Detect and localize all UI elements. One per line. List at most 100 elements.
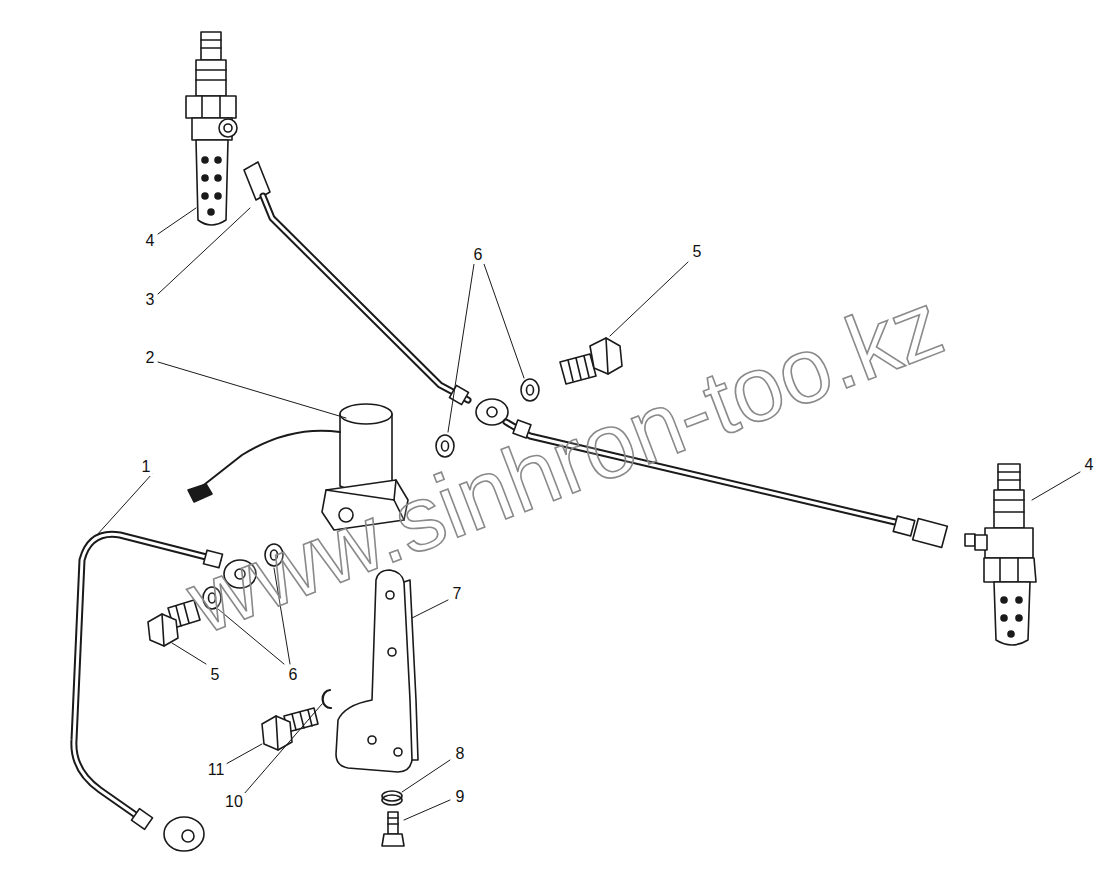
callout-number: 9 bbox=[454, 788, 467, 806]
banjo-bolt bbox=[184, 604, 189, 623]
mounting-bracket bbox=[336, 570, 418, 772]
sensor-valve bbox=[196, 69, 226, 71]
sensor-valve bbox=[1001, 597, 1007, 603]
sensor-valve bbox=[201, 39, 221, 41]
banjo-bolt bbox=[584, 356, 589, 377]
sensor-valve bbox=[998, 479, 1020, 481]
lock-washer bbox=[323, 690, 331, 708]
fuel-pipe bbox=[263, 196, 468, 400]
leader-line bbox=[402, 760, 450, 792]
sensor-valve bbox=[201, 47, 221, 49]
bolt bbox=[388, 817, 398, 819]
sensor-valve bbox=[994, 499, 1024, 501]
bolt bbox=[262, 708, 318, 750]
bolt bbox=[382, 834, 404, 846]
leader-line bbox=[96, 208, 1080, 820]
fuel-pipe bbox=[893, 516, 915, 536]
fuel-pipe bbox=[965, 534, 975, 546]
parts-illustration bbox=[74, 32, 1080, 851]
bolt bbox=[388, 823, 398, 825]
washer bbox=[521, 379, 539, 401]
leader-line bbox=[158, 362, 346, 418]
sensor-valve bbox=[994, 511, 1024, 513]
sensor-valve bbox=[215, 175, 221, 181]
sensor-valve bbox=[215, 193, 221, 199]
banjo-bolt bbox=[560, 338, 622, 384]
sensor-valve bbox=[1008, 631, 1014, 637]
fuel-pipe bbox=[487, 407, 497, 417]
banjo-bolt bbox=[590, 338, 622, 374]
callout-number: 6 bbox=[472, 246, 485, 264]
watermark: www.sinhron-too.kz bbox=[176, 276, 954, 648]
solenoid-valve bbox=[340, 414, 392, 492]
leader-line bbox=[244, 704, 322, 794]
banjo-bolt bbox=[568, 360, 573, 381]
callout-number: 8 bbox=[454, 745, 467, 763]
mounting-bracket bbox=[386, 591, 394, 599]
sensor-valve bbox=[998, 464, 1020, 490]
sensor-valve bbox=[196, 60, 226, 96]
leader-line bbox=[610, 262, 688, 336]
callout-number: 6 bbox=[287, 666, 300, 684]
leader-line bbox=[226, 744, 262, 764]
sensor-valve bbox=[202, 193, 208, 199]
leader-line bbox=[484, 264, 524, 378]
callout-number: 1 bbox=[140, 458, 153, 476]
mounting-bracket bbox=[336, 570, 412, 772]
leader-line bbox=[448, 264, 474, 432]
banjo-bolt bbox=[606, 338, 608, 374]
mounting-bracket bbox=[404, 580, 418, 760]
leader-line bbox=[96, 474, 152, 536]
mounting-bracket bbox=[368, 736, 376, 744]
sensor-valve bbox=[998, 471, 1020, 473]
fuel-pipe bbox=[913, 518, 948, 547]
fuel-pipe bbox=[263, 196, 468, 400]
banjo-bolt bbox=[576, 358, 581, 379]
fuel-pipe bbox=[131, 809, 152, 830]
fuel-pipe bbox=[164, 817, 204, 851]
solenoid-valve bbox=[200, 431, 340, 488]
leader-line bbox=[412, 600, 448, 618]
mounting-bracket bbox=[394, 748, 402, 756]
sensor-valve bbox=[994, 490, 1024, 528]
bolt bbox=[276, 716, 278, 750]
solenoid-valve bbox=[188, 484, 212, 502]
sensor-valve bbox=[202, 157, 208, 163]
sensor-valve bbox=[975, 464, 1036, 645]
spring-washer bbox=[382, 795, 402, 805]
callout-number: 4 bbox=[1083, 456, 1096, 474]
washer bbox=[436, 435, 454, 457]
solenoid-valve bbox=[340, 404, 392, 424]
mounting-bracket bbox=[388, 648, 396, 656]
sensor-valve bbox=[215, 157, 221, 163]
sensor-valve bbox=[186, 96, 236, 118]
callout-number: 11 bbox=[206, 761, 227, 779]
sensor-valve bbox=[202, 175, 208, 181]
leader-line bbox=[172, 643, 206, 664]
fuel-pipe bbox=[182, 830, 194, 842]
sensor-valve bbox=[201, 96, 203, 118]
sensor-valve bbox=[208, 209, 214, 215]
callout-number: 2 bbox=[144, 349, 157, 367]
sensor-valve bbox=[994, 582, 1030, 645]
fuel-pipe bbox=[244, 162, 270, 200]
bolt bbox=[292, 714, 296, 730]
sensor-valve bbox=[219, 119, 237, 137]
callout-number: 7 bbox=[451, 585, 464, 603]
sensor-valve bbox=[219, 96, 221, 118]
sensor-valve bbox=[1017, 558, 1019, 582]
washer bbox=[436, 435, 454, 457]
leader-line bbox=[404, 800, 450, 820]
sensor-valve bbox=[196, 140, 228, 225]
lock-washer bbox=[323, 690, 331, 708]
sensor-valve bbox=[201, 32, 221, 60]
spring-washer bbox=[382, 791, 402, 805]
sensor-valve bbox=[985, 528, 1033, 558]
sensor-valve bbox=[186, 32, 237, 225]
banjo-bolt bbox=[148, 600, 200, 646]
banjo-bolt bbox=[148, 614, 178, 646]
callout-number: 5 bbox=[691, 243, 704, 261]
sensor-valve bbox=[196, 79, 226, 81]
leader-line bbox=[158, 208, 196, 234]
